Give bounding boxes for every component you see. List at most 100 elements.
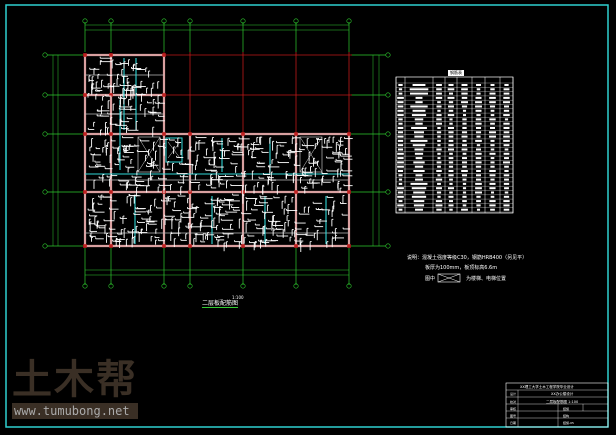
table-cell-text: [461, 148, 468, 151]
table-cell-text: [462, 157, 467, 160]
table-cell-text: [462, 187, 467, 190]
table-cell-text: [437, 157, 441, 160]
table-cell-text: [489, 131, 496, 134]
notes-line-3-suffix: 为楼梯、电梯位置: [466, 276, 507, 282]
table-cell-text: [448, 174, 454, 177]
table-cell-text: [398, 118, 403, 121]
table-cell-text: [410, 105, 428, 108]
table-cell-text: [462, 152, 467, 155]
column: [109, 244, 113, 248]
table-cell-text: [414, 152, 424, 155]
table-cell-text: [415, 178, 423, 181]
axis-bubble: [187, 283, 193, 289]
table-cell-text: [503, 152, 510, 155]
table-cell-text: [475, 101, 482, 104]
table-cell-text: [412, 144, 426, 147]
table-cell-text: [397, 148, 404, 151]
table-cell-text: [461, 88, 468, 91]
table-cell-text: [462, 178, 467, 181]
table-cell-text: [411, 127, 427, 129]
axis-bubble: [82, 18, 88, 24]
table-cell-text: [397, 135, 404, 138]
table-cell-text: [490, 208, 495, 211]
axis-bubble: [161, 283, 167, 289]
table-cell-text: [475, 109, 482, 112]
axis-bubble: [187, 18, 193, 24]
table-cell-text: [503, 195, 510, 198]
column: [162, 244, 166, 248]
column: [294, 190, 298, 194]
table-cell-text: [490, 161, 495, 164]
axis-bubble: [108, 283, 114, 289]
table-cell-text: [462, 114, 467, 117]
table-cell-text: [490, 191, 495, 194]
column: [347, 244, 351, 248]
table-cell-text: [489, 152, 496, 155]
notes-line-2: 板厚为100mm，板顶标高6.6m: [425, 265, 498, 271]
table-cell-text: [475, 157, 482, 160]
table-cell-text: [476, 200, 481, 203]
table-cell-text: [412, 84, 426, 86]
table-cell-text: [437, 195, 441, 198]
table-cell-text: [503, 161, 510, 164]
title-block-school: XX理工大学土木工程学院毕业设计: [520, 385, 574, 389]
table-cell-text: [475, 165, 482, 168]
table-cell-text: [415, 122, 423, 125]
column: [347, 132, 351, 136]
column: [109, 132, 113, 136]
title-block-label: 审核: [510, 407, 517, 411]
table-cell-text: [489, 187, 496, 190]
title-block: [505, 382, 609, 428]
table-cell-text: [448, 109, 454, 112]
title-block-label: 日期: [510, 421, 517, 425]
table-cell-text: [436, 114, 442, 117]
table-cell-text: [436, 191, 442, 194]
axis-bubble: [293, 283, 299, 289]
table-cell-text: [414, 131, 424, 134]
table-cell-text: [489, 135, 496, 138]
axis-bubble: [42, 92, 48, 98]
table-cell-text: [397, 195, 404, 198]
column: [83, 244, 87, 248]
table-cell-text: [397, 139, 404, 142]
table-cell-text: [415, 174, 423, 177]
table-cell-text: [397, 170, 404, 172]
table-cell-text: [448, 135, 454, 138]
watermark: 土木帮 www.tumubong.net: [12, 360, 138, 419]
table-cell-text: [397, 157, 404, 160]
table-cell-text: [503, 114, 510, 117]
table-cell-text: [436, 84, 442, 86]
table-cell-text: [414, 165, 424, 168]
table-cell-text: [397, 165, 404, 168]
title-block-label: 设计: [510, 392, 517, 396]
table-cell-text: [475, 122, 482, 125]
table-cell-text: [410, 139, 428, 142]
table-cell-text: [503, 96, 510, 99]
table-cell-text: [409, 88, 429, 91]
column: [109, 93, 113, 97]
column: [83, 190, 87, 194]
table-cell-text: [462, 118, 467, 121]
table-cell-text: [475, 127, 482, 129]
table-cell-text: [436, 208, 442, 211]
table-cell-text: [414, 148, 424, 151]
table-cell-text: [461, 131, 468, 134]
watermark-brand: 土木帮: [12, 357, 138, 403]
table-cell-text: [397, 109, 404, 112]
table-cell-text: [437, 139, 441, 142]
table-cell-text: [414, 135, 424, 138]
rebar-table-title: 钢筋表: [448, 70, 464, 76]
table-cell-text: [413, 170, 425, 172]
table-cell-text: [397, 114, 404, 117]
table-cell-text: [461, 84, 468, 86]
axis-bubble: [42, 131, 48, 137]
title-block-project: XX办公楼设计: [551, 392, 574, 396]
table-cell-text: [489, 200, 496, 203]
axis-bubble: [385, 92, 391, 98]
table-cell-text: [436, 161, 442, 164]
table-cell-text: [489, 170, 496, 172]
table-cell-text: [437, 127, 441, 129]
stair-cross: [299, 136, 323, 173]
table-cell-text: [413, 161, 425, 164]
